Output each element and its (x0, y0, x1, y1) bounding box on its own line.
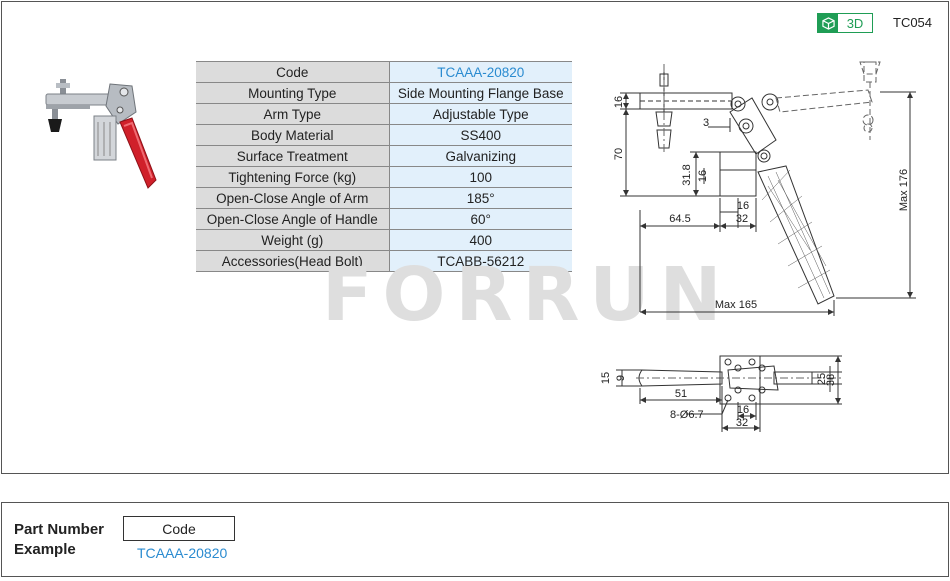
dim-16-top-view: 16 (737, 404, 749, 416)
top-arm (638, 369, 723, 387)
dim-16-base: 16 (737, 200, 749, 212)
3d-model-button[interactable]: 3D (817, 13, 873, 33)
spec-value: 100 (389, 166, 572, 188)
dim-64-5: 64.5 (669, 213, 690, 225)
spec-label: Mounting Type (196, 82, 390, 104)
spec-label: Open-Close Angle of Handle (196, 208, 390, 230)
mounting-base (719, 151, 757, 197)
spec-value: 185° (389, 187, 572, 209)
product-photo (40, 76, 160, 191)
dim-16-top: 16 (613, 96, 625, 108)
spec-value: Side Mounting Flange Base (389, 82, 572, 104)
technical-drawing: 16 70 3 31.8 16 64.5 16 32 Max 165 Max 1… (600, 61, 916, 432)
3d-label: 3D (846, 15, 864, 31)
spec-row: Weight (g)400 (196, 229, 572, 251)
spec-value[interactable]: TCAAA-20820 (389, 61, 572, 83)
dim-25: 25 (816, 373, 828, 385)
cube-icon (818, 14, 838, 32)
dim-51: 51 (675, 388, 687, 400)
dim-15: 15 (600, 372, 612, 384)
spec-value: 400 (389, 229, 572, 251)
watermark: FORRUN (322, 252, 732, 338)
spec-row: Accessories(Head Bolt)TCABB-56212 (196, 250, 572, 272)
dim-32-top-view: 32 (736, 417, 748, 429)
dim-3: 3 (703, 117, 709, 129)
dim-32: 32 (736, 213, 748, 225)
clamp-arm (639, 92, 733, 110)
spec-label: Surface Treatment (196, 145, 390, 167)
spec-label: Open-Close Angle of Arm (196, 187, 390, 209)
spec-value: TCABB-56212 (389, 250, 572, 272)
spec-value: SS400 (389, 124, 572, 146)
rubber-tip (656, 129, 672, 149)
spec-label: Code (196, 61, 390, 83)
dim-70: 70 (613, 148, 625, 160)
dim-holes: 8-Ø6.7 (670, 409, 704, 421)
part-number-code-value[interactable]: TCAAA-20820 (137, 545, 228, 561)
dim-max-165: Max 165 (715, 299, 757, 311)
dim-31-8: 31.8 (681, 164, 693, 185)
model-code: TC054 (893, 15, 933, 30)
part-number-title-line2: Example (14, 541, 76, 558)
handle (757, 165, 835, 305)
part-number-title-line1: Part Number (14, 521, 105, 538)
top-base (719, 355, 761, 405)
part-number-title: Part Number Example (14, 520, 104, 560)
spec-label: Body Material (196, 124, 390, 146)
spec-value: 60° (389, 208, 572, 230)
spec-label: Accessories(Head Bolt) (196, 250, 390, 272)
dim-9: 9 (615, 375, 627, 381)
part-number-code-label: Code (123, 516, 235, 541)
spindle-nut-lower (655, 111, 673, 127)
dim-max-176: Max 176 (898, 169, 910, 211)
spec-label: Weight (g) (196, 229, 390, 251)
dim-38: 38 (825, 374, 837, 386)
spec-value: Adjustable Type (389, 103, 572, 125)
dim-16-mid: 16 (697, 170, 709, 182)
part-number-frame (1, 502, 949, 577)
